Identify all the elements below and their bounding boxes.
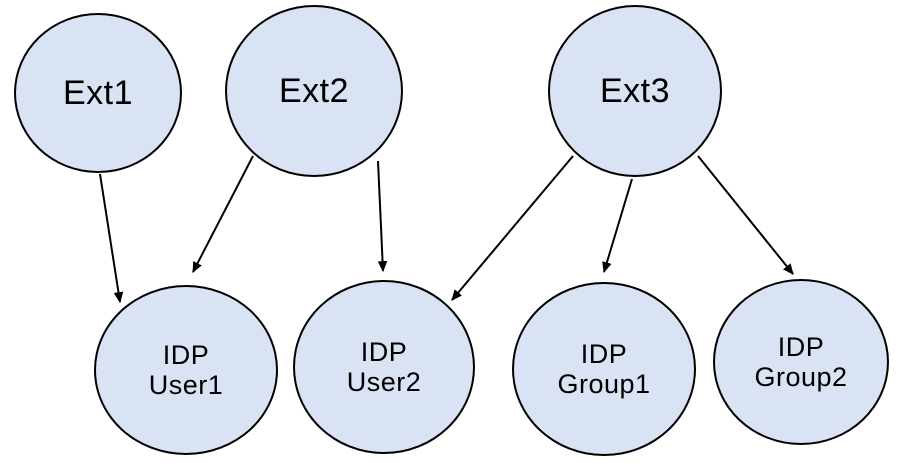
node-label-ext3: Ext3	[599, 71, 671, 110]
edge-ext3-to-idp-group1	[602, 178, 633, 274]
node-idp-user2: IDP User2	[293, 280, 475, 454]
node-ext1: Ext1	[14, 13, 182, 173]
edge-ext2-to-idp-user2	[377, 160, 388, 273]
node-ext3: Ext3	[548, 5, 722, 177]
node-label-idp-user1: IDP User1	[148, 339, 224, 401]
node-label-ext1: Ext1	[62, 73, 134, 112]
node-label-idp-group1: IDP Group1	[557, 338, 651, 400]
node-idp-group1: IDP Group1	[512, 282, 696, 456]
node-label-idp-group2: IDP Group2	[754, 331, 848, 393]
node-ext2: Ext2	[225, 5, 403, 177]
edge-ext2-to-idp-user1	[192, 155, 254, 273]
edge-ext3-to-idp-group2	[697, 155, 794, 275]
node-idp-user1: IDP User1	[94, 285, 278, 455]
edge-ext3-to-idp-user2	[451, 155, 574, 301]
edge-ext1-to-idp-user1	[99, 173, 124, 304]
node-idp-group2: IDP Group2	[713, 279, 889, 445]
node-label-ext2: Ext2	[278, 71, 350, 110]
node-label-idp-user2: IDP User2	[346, 336, 422, 398]
